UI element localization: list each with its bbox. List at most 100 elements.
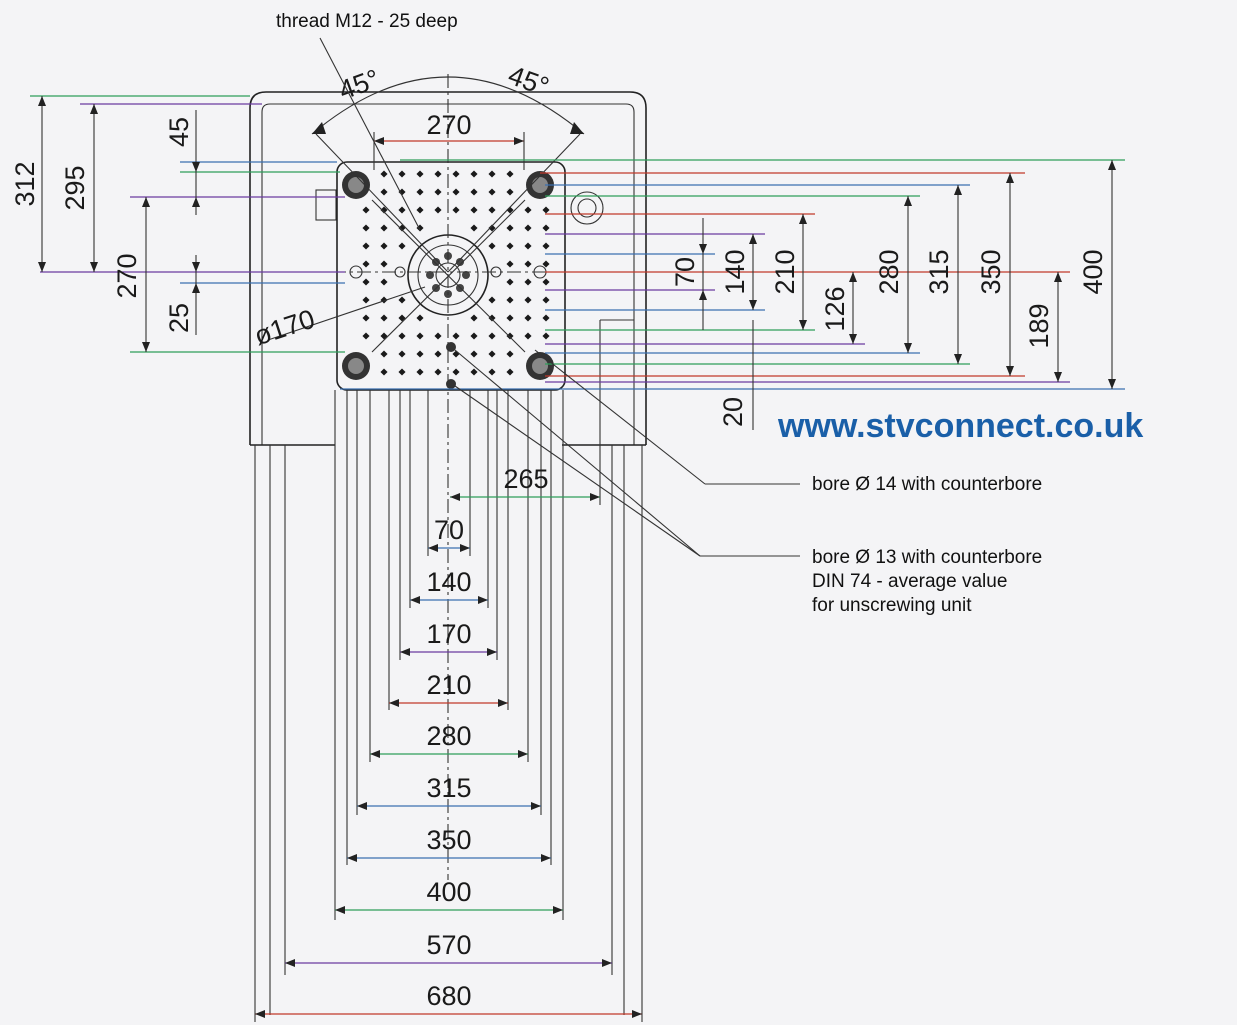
tapped-hole [452,170,460,178]
tapped-hole [380,188,388,196]
tapped-hole [416,332,424,340]
tapped-hole [470,350,478,358]
tapped-hole [542,296,550,304]
dim-left-270-label: 270 [112,253,142,298]
tapped-hole [470,188,478,196]
dim-label: 315 [426,773,471,803]
tapped-hole [452,206,460,214]
dim-right-20-label: 20 [718,397,748,427]
dim-right-126-label: 126 [820,286,850,331]
tapped-hole [380,368,388,376]
dim-arrow [347,854,357,862]
tapped-hole [524,224,532,232]
dim-left-45-label: 45 [164,117,194,147]
tapped-hole [506,368,514,376]
dim-bottom-570: 570 [285,930,612,967]
tapped-hole [380,206,388,214]
tapped-hole-grid [362,170,550,376]
dim-label: 210 [426,670,471,700]
tapped-hole [362,296,370,304]
dim-bottom-170: 170 [400,619,497,656]
tapped-hole [416,368,424,376]
tapped-hole [506,170,514,178]
dim-arrow [487,648,497,656]
dim-arrow [370,750,380,758]
tapped-hole [470,332,478,340]
tapped-hole [524,332,532,340]
dim-arrow [389,699,399,707]
dim-arrow [478,596,488,604]
tapped-hole [398,242,406,250]
angle-right-label: 45° [504,60,553,102]
tapped-hole [470,206,478,214]
dim-top-270-label: 270 [426,110,471,140]
tapped-hole [488,242,496,250]
dim-label: 680 [426,981,471,1011]
dim-arrow [553,906,563,914]
tapped-hole [362,314,370,322]
tapped-hole [434,332,442,340]
dim-left-25-label: 25 [164,303,194,333]
dim-right-400-label: 400 [1078,249,1108,294]
tapped-hole [362,206,370,214]
dim-arrow [357,802,367,810]
tapped-hole [488,368,496,376]
dim-right-315-label: 315 [924,249,954,294]
tapped-hole [524,296,532,304]
tapped-hole [506,296,514,304]
tapped-hole [488,296,496,304]
tapped-hole [434,368,442,376]
dim-bottom-350: 350 [347,825,551,862]
corner-bolt-top-left [342,171,370,199]
tapped-hole [434,350,442,358]
tapped-hole [488,170,496,178]
tapped-hole [380,242,388,250]
tapped-hole [380,350,388,358]
diameter-label: ø170 [251,304,319,352]
tapped-hole [416,350,424,358]
dim-left-295-label: 295 [60,165,90,210]
dim-left-312-label: 312 [10,161,40,206]
bore-14-note: bore Ø 14 with counterbore [812,474,1042,495]
platen [332,74,566,880]
tapped-hole [434,206,442,214]
tapped-hole [398,332,406,340]
dim-right-350-label: 350 [976,249,1006,294]
tapped-hole [542,206,550,214]
tapped-hole [398,188,406,196]
dim-bottom-315: 315 [357,773,541,810]
tapped-hole [380,260,388,268]
dim-bottom-70: 70 [428,515,470,552]
tapped-hole [506,224,514,232]
tapped-hole [452,368,460,376]
tapped-hole [506,332,514,340]
dim-label: 570 [426,930,471,960]
tapped-hole [506,314,514,322]
tapped-hole [452,332,460,340]
tapped-hole [362,260,370,268]
tapped-hole [398,368,406,376]
dim-arrow [518,750,528,758]
tapped-hole [362,332,370,340]
tapped-hole [452,188,460,196]
tapped-hole [542,242,550,250]
dim-label: 140 [426,567,471,597]
dim-arrow [460,544,470,552]
tapped-hole [524,278,532,286]
left-dimensions: 312 295 45 270 25 [10,95,345,353]
dim-arrow [602,959,612,967]
tapped-hole [398,206,406,214]
tapped-hole [524,260,532,268]
tapped-hole [362,242,370,250]
diameter-leader [267,286,426,341]
website-url[interactable]: www.stvconnect.co.uk [777,407,1143,445]
dim-bottom-265: 265 [450,464,600,501]
tapped-hole [362,224,370,232]
dim-arrow [531,802,541,810]
tapped-hole [506,242,514,250]
tapped-hole [362,278,370,286]
tapped-hole [488,224,496,232]
dim-bottom-680: 680 [255,981,642,1018]
